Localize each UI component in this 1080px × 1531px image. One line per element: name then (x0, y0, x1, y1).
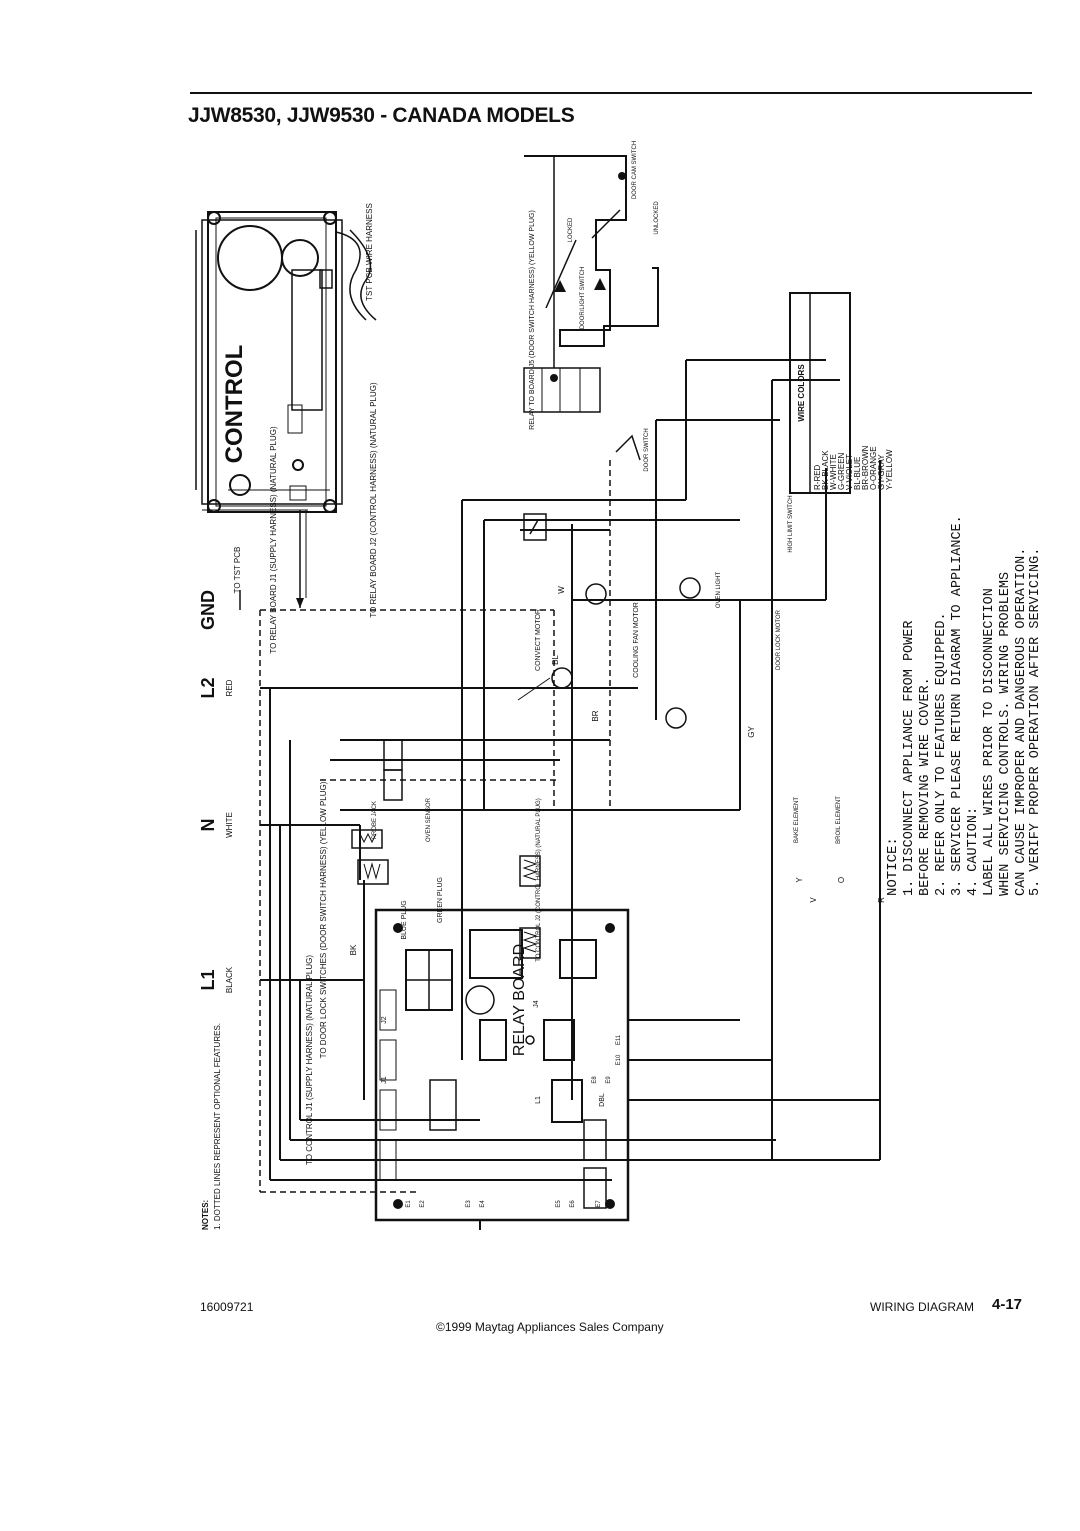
l1-label: L1 (198, 969, 218, 990)
page-title: JJW8530, JJW9530 - CANADA MODELS (188, 104, 575, 127)
white-label: WHITE (225, 812, 234, 838)
copyright: ©1999 Maytag Appliances Sales Company (436, 1320, 664, 1334)
n-label: N (198, 819, 218, 832)
to-control-j1-label: TO CONTROL J1 (SUPPLY HARNESS) (NATURAL … (305, 955, 314, 1165)
relay-board (374, 908, 630, 1222)
relay-board-j1-label: TO RELAY BOARD J1 (SUPPLY HARNESS) (NATU… (269, 426, 278, 654)
door-switch-box (523, 155, 659, 413)
door-switch-label: DOOR SWITCH (644, 428, 650, 471)
broil-element-label: BROIL ELEMENT (836, 796, 842, 844)
high-limit-switch-label: HIGH LIMIT SWITCH (788, 495, 794, 552)
wire-code-w: W (557, 586, 566, 594)
wire-color-item: R-RED (813, 464, 822, 490)
oven-sensor-label: OVEN SENSOR (426, 797, 432, 842)
wire-code-bl: BL (551, 655, 560, 665)
control-label: CONTROL (221, 345, 248, 464)
green-plug-label: GREEN PLUG (437, 877, 444, 923)
relay-board-label: RELAY BOARD (511, 944, 528, 1056)
cooling-fan-motor-label: COOLING FAN MOTOR (633, 602, 640, 678)
board-code-dbl: DBL (599, 1093, 606, 1107)
board-code-e8: E8 (592, 1076, 598, 1084)
door-cam-switch-label: DOOR CAM SWITCH (632, 141, 638, 199)
locked-label: LOCKED (568, 217, 574, 242)
board-code-e1: E1 (406, 1200, 412, 1208)
relay-board-j2-label: TO RELAY BOARD J2 (CONTROL HARNESS) (NAT… (369, 382, 378, 618)
notice-line: BEFORE REMOVING WIRE COVER. (918, 677, 933, 896)
board-code-e10: E10 (616, 1054, 622, 1065)
oven-light-label: OVEN LIGHT (716, 571, 722, 608)
board-code-j1: J1 (381, 1076, 388, 1084)
convect-motor-label: CONVECT MOTOR (535, 609, 542, 671)
wire-color-item: BR-BROWN (861, 445, 870, 490)
relay-to-board-j5-label: RELAY TO BOARD J5 (DOOR SWITCH HARNESS) … (529, 210, 536, 430)
notice-line: CAN CAUSE IMPROPER AND DANGEROUS OPERATI… (1014, 548, 1029, 896)
wire-code-gy: GY (747, 726, 756, 738)
header-rule (190, 92, 1032, 94)
board-code-e5: E5 (556, 1200, 562, 1208)
board-code-j2: J2 (381, 1016, 388, 1024)
diagram-labels: CONTROL TST PCB WIRE HARNESS TO TST PCB … (198, 141, 1040, 1230)
unlocked-label: UNLOCKED (654, 201, 660, 235)
wire-color-item: Y-YELLOW (885, 449, 894, 490)
board-code-e3: E3 (466, 1200, 472, 1208)
bake-element-label: BAKE ELEMENT (794, 797, 800, 843)
wire-color-item: GY-GRAY (877, 454, 886, 490)
door-lock-motor-label: DOOR LOCK MOTOR (776, 609, 782, 670)
wire-color-item: W-WHITE (829, 454, 838, 490)
board-code-e6: E6 (570, 1200, 576, 1208)
wire-color-item: BL-BLUE (853, 457, 862, 490)
document-number: 16009721 (200, 1300, 254, 1314)
gnd-label: GND (198, 590, 218, 630)
board-code-e2: E2 (420, 1200, 426, 1208)
wire-color-item: O-ORANGE (869, 446, 878, 490)
notice-line: WHEN SERVICING CONTROLS. WIRING PROBLEMS (998, 572, 1013, 896)
board-code-l1: L1 (535, 1096, 542, 1104)
control-box (195, 211, 343, 513)
wire-code-bk: BK (349, 944, 358, 955)
wire-code-br: BR (591, 710, 600, 721)
wire-color-item: G-GREEN (837, 452, 846, 490)
wire-colors-box (789, 292, 851, 494)
section-title: WIRING DIAGRAM (870, 1300, 974, 1314)
board-code-e11: E11 (616, 1034, 622, 1045)
notice-line: 3. SERVICER PLEASE RETURN DIAGRAM TO APP… (950, 515, 965, 896)
l2-label: L2 (198, 677, 218, 698)
to-tst-pcb-label: TO TST PCB (233, 547, 242, 594)
notes-title: NOTES: (201, 1200, 210, 1230)
wire-code-o: O (837, 877, 846, 883)
notice-line: 2. REFER ONLY TO FEATURES EQUIPPED. (934, 612, 949, 896)
black-label: BLACK (225, 966, 234, 993)
wire-code-y: Y (795, 877, 804, 883)
wire-color-item: V-VIOLET (845, 454, 854, 490)
to-control-j2-label: TO CONTROL J2 (CONTROL HARNESS) (NATURAL… (536, 798, 542, 961)
red-label: RED (225, 679, 234, 696)
to-door-lock-switches-label: TO DOOR LOCK SWITCHES (DOOR SWITCH HARNE… (319, 781, 328, 1058)
notice-title: NOTICE: (885, 837, 901, 896)
board-code-j4: J4 (533, 1000, 540, 1008)
probe-jack-label: PROBE JACK (372, 801, 378, 839)
wire-color-item: BK-BLACK (821, 450, 830, 490)
tst-pcb-harness-label: TST PCB WIRE HARNESS (365, 203, 374, 301)
wire-colors-title: WIRE COLORS (797, 364, 806, 422)
board-code-e9: E9 (606, 1076, 612, 1084)
board-code-e4: E4 (480, 1200, 486, 1208)
notice-line: 4. CAUTION: (966, 807, 981, 896)
door-light-switch-label: DOOR/LIGHT SWITCH (580, 267, 586, 330)
notes-line: 1. DOTTED LINES REPRESENT OPTIONAL FEATU… (213, 1023, 222, 1230)
blue-plug-label: BLUE PLUG (401, 900, 408, 939)
wire-code-r: R (877, 897, 886, 903)
notice-line: 1. DISCONNECT APPLIANCE FROM POWER (902, 621, 917, 896)
wire-code-v: V (809, 897, 818, 903)
board-code-e7: E7 (596, 1200, 602, 1208)
page-number: 4-17 (992, 1296, 1023, 1313)
wiring-diagram: CONTROL TST PCB WIRE HARNESS TO TST PCB … (195, 141, 1040, 1230)
notice-line: LABEL ALL WIRES PRIOR TO DISCONNECTION (982, 588, 997, 896)
notice-line: 5. VERIFY PROPER OPERATION AFTER SERVICI… (1028, 548, 1040, 896)
